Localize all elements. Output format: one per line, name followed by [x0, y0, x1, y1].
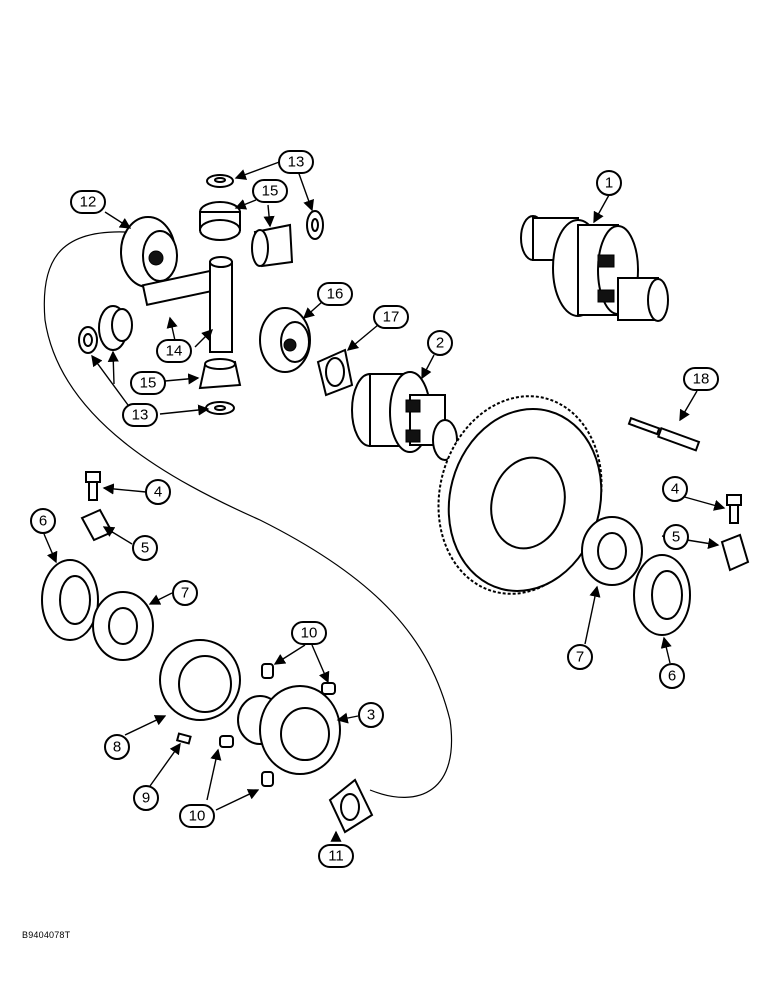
part-2-differential-case — [351, 371, 458, 461]
svg-text:3: 3 — [367, 707, 375, 724]
part-ring-gear — [437, 395, 603, 595]
svg-text:12: 12 — [80, 194, 97, 211]
callout-17: 17 — [373, 305, 409, 329]
callout-13-top: 13 — [278, 150, 314, 174]
svg-text:18: 18 — [693, 371, 710, 388]
callout-8: 8 — [104, 734, 130, 760]
part-11-thrust-washer — [328, 778, 374, 834]
svg-text:5: 5 — [141, 540, 149, 557]
svg-text:16: 16 — [327, 286, 344, 303]
svg-text:15: 15 — [262, 183, 279, 200]
part-7-bearing-left — [92, 591, 154, 661]
svg-text:6: 6 — [668, 668, 676, 685]
callout-5-left: 5 — [132, 535, 158, 561]
part-13-thrust-washer-side — [306, 210, 324, 240]
callout-6-left: 6 — [30, 508, 56, 534]
part-6-bearing-adjuster-right — [633, 554, 691, 636]
part-5-lock-plate-left — [80, 508, 114, 542]
callout-9: 9 — [133, 785, 159, 811]
part-15-pinion-gear-side — [251, 223, 294, 268]
leader-lines — [43, 160, 726, 842]
part-5-lock-plate-right — [720, 533, 750, 572]
callout-5-right: 5 — [663, 524, 689, 550]
part-15-pinion-gear-top — [199, 201, 241, 241]
callout-16: 16 — [317, 282, 353, 306]
svg-text:15: 15 — [140, 375, 157, 392]
svg-text:14: 14 — [166, 343, 183, 360]
svg-text:1: 1 — [605, 175, 613, 192]
callout-10-top: 10 — [291, 621, 327, 645]
svg-text:10: 10 — [189, 808, 206, 825]
part-8-sliding-sleeve — [159, 639, 241, 721]
part-15-pinion-gear-bottom — [198, 358, 242, 390]
part-14-cross-shaft — [141, 256, 233, 353]
svg-text:17: 17 — [383, 309, 400, 326]
part-13-thrust-washer-top — [206, 174, 234, 188]
callout-4-left: 4 — [145, 479, 171, 505]
callout-7-left: 7 — [172, 580, 198, 606]
svg-text:7: 7 — [576, 649, 584, 666]
assembly-group-outline — [43, 231, 452, 798]
callout-1: 1 — [596, 170, 622, 196]
part-4-bolt-right — [726, 494, 742, 524]
callout-18: 18 — [683, 367, 719, 391]
callout-6-right: 6 — [659, 663, 685, 689]
part-18-bolt — [627, 416, 701, 452]
svg-text:8: 8 — [113, 739, 121, 756]
callout-4-right: 4 — [662, 476, 688, 502]
svg-text:9: 9 — [142, 790, 150, 807]
svg-text:4: 4 — [671, 481, 679, 498]
callout-13-bottom: 13 — [122, 403, 158, 427]
callout-3: 3 — [358, 702, 384, 728]
part-3-clutch-collar — [237, 685, 341, 775]
callout-15-bottom: 15 — [130, 371, 166, 395]
svg-text:6: 6 — [39, 513, 47, 530]
svg-text:2: 2 — [436, 335, 444, 352]
callout-10-bottom: 10 — [179, 804, 215, 828]
part-10-pin-3 — [219, 735, 234, 748]
svg-text:10: 10 — [301, 625, 318, 642]
callout-2: 2 — [427, 330, 453, 356]
svg-text:13: 13 — [132, 407, 149, 424]
part-6-bearing-adjuster-left — [41, 559, 99, 641]
svg-text:7: 7 — [181, 585, 189, 602]
part-17-thrust-washer — [316, 348, 354, 397]
callout-7-right: 7 — [567, 644, 593, 670]
part-4-bolt-left — [85, 471, 101, 501]
part-9-key — [175, 732, 192, 745]
part-7-bearing-right — [581, 516, 643, 586]
callout-12: 12 — [70, 190, 106, 214]
part-15-pinion-gear-left — [98, 305, 133, 351]
part-10-pin-2 — [321, 682, 336, 695]
part-13-thrust-washer-left — [78, 326, 98, 354]
figure-code: B9404078T — [22, 930, 71, 940]
part-1-differential-lock-assembly — [520, 215, 669, 322]
svg-text:5: 5 — [672, 529, 680, 546]
part-10-pin-1 — [261, 663, 274, 679]
part-13-thrust-washer-bottom — [205, 401, 235, 415]
svg-text:4: 4 — [154, 484, 162, 501]
callout-15-top: 15 — [252, 179, 288, 203]
callout-11: 11 — [318, 844, 354, 868]
part-10-pin-4 — [261, 771, 274, 787]
svg-text:13: 13 — [288, 154, 305, 171]
callout-14: 14 — [156, 339, 192, 363]
svg-text:11: 11 — [328, 848, 344, 865]
part-16-side-gear — [259, 307, 311, 373]
